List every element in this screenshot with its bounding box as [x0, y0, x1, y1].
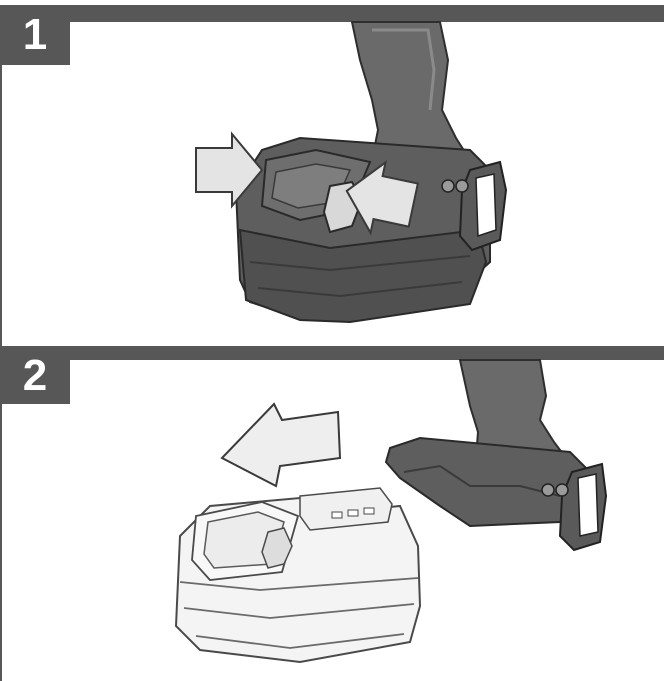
step-2-illustration — [174, 359, 608, 664]
battery-attached — [238, 228, 488, 324]
step-1-panel: 1 — [0, 5, 664, 346]
step-2-left-rule — [0, 346, 2, 681]
step-2-header-bar — [0, 346, 664, 360]
step-2-panel: 2 — [0, 346, 664, 681]
tool-handle — [350, 21, 472, 161]
step-1-left-rule — [0, 5, 2, 346]
press-arrow-left-icon — [195, 131, 264, 209]
slide-out-arrow-icon — [220, 402, 342, 488]
tool-handle — [458, 359, 568, 459]
press-arrow-right-icon — [345, 160, 420, 236]
step-1-header-bar — [0, 5, 664, 22]
tool-foot — [384, 436, 590, 528]
step-1-number: 1 — [0, 5, 70, 65]
step-1-illustration — [195, 21, 508, 324]
battery-removed — [174, 487, 422, 664]
step-2-number: 2 — [0, 346, 70, 404]
